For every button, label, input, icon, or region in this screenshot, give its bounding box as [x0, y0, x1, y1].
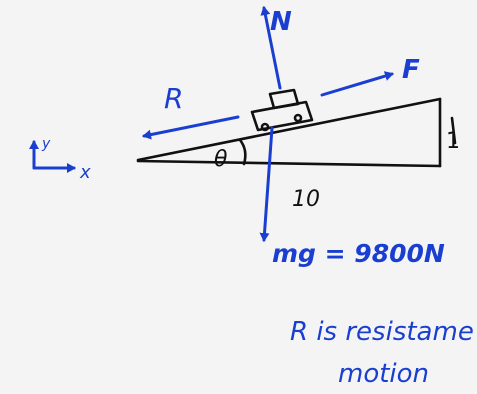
angle-label: θ: [214, 147, 228, 172]
resistance-arrow: [142, 115, 240, 140]
axis-y-label: y: [41, 136, 51, 152]
weight-label: mg = 9800N: [272, 239, 445, 268]
note-line-2: motion: [338, 359, 429, 389]
weight-arrow: [259, 126, 274, 242]
incline-hypotenuse: [136, 97, 442, 162]
normal-force-arrow: [260, 6, 282, 90]
applied-force-arrow: [320, 71, 394, 97]
axes-icon: [29, 140, 76, 173]
normal-force-label: N: [270, 7, 292, 37]
resistance-label: R: [164, 82, 183, 115]
height-tick: [450, 116, 457, 145]
base-label: 10: [292, 187, 320, 212]
incline-base: [136, 159, 442, 168]
applied-force-label: F: [402, 55, 420, 85]
car-icon: [250, 88, 314, 132]
incline-triangle: [136, 97, 457, 168]
note-line-1: R is resistame to: [290, 317, 477, 347]
angle-arc: [238, 138, 247, 166]
axis-x-label: x: [79, 162, 91, 183]
height-label: 1: [446, 129, 460, 154]
